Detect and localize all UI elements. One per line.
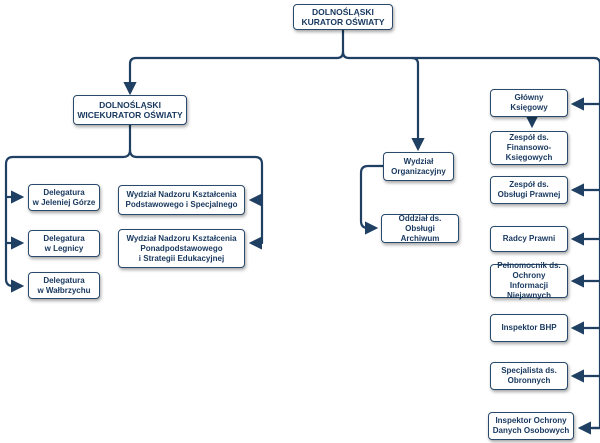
node-zespol-finansowo-ksiegowych: Zespół ds. Finansowo- Księgowych — [490, 131, 568, 165]
connector-kurator-trunk — [123, 29, 345, 96]
node-delegatura-walbrzych: Delegatura w Wałbrzychu — [28, 272, 100, 299]
node-specjalista-obronnych: Specjalista ds. Obronnych — [490, 362, 568, 390]
node-delegatura-legnica: Delegatura w Legnicy — [28, 230, 100, 257]
node-wydzial-nadzoru-podstawowego: Wydział Nadzoru Kształcenia Podstawowego… — [118, 185, 245, 215]
node-wicekurator: DOLNOŚLĄSKI WICEKURATOR OŚWIATY — [73, 95, 187, 125]
connector-wicekurator-right — [128, 149, 264, 250]
connector-wydzial-to-archiwum — [359, 164, 383, 235]
connector-wicekurator-trunk — [4, 125, 132, 293]
node-wydzial-organizacyjny: Wydział Organizacyjny — [383, 152, 454, 181]
node-glowny-ksiegowy: Główny Księgowy — [490, 89, 568, 117]
connector-kurator-wydzial — [341, 51, 425, 152]
node-delegatura-jelenia-gora: Delegatura w Jeleniej Górze — [28, 184, 100, 211]
node-oddzial-archiwum: Oddział ds. Obsługi Archiwum — [381, 214, 459, 243]
node-radcy-prawni: Radcy Prawni — [490, 226, 568, 252]
node-wydzial-nadzoru-ponadpodstawowego: Wydział Nadzoru Kształcenia Ponadpodstaw… — [118, 229, 245, 268]
node-inspektor-ochrony-danych: Inspektor Ochrony Danych Osobowych — [488, 412, 574, 440]
node-pelnomocnik-informacji-niejawnych: Pełnomocnik ds. Ochrony Informacji Nieja… — [490, 261, 568, 300]
node-inspektor-bhp: Inspektor BHP — [490, 314, 568, 342]
node-zespol-obslugi-prawnej: Zespół ds. Obsługi Prawnej — [490, 176, 568, 204]
node-kurator: DOLNOŚLĄSKI KURATOR OŚWIATY — [293, 4, 393, 30]
